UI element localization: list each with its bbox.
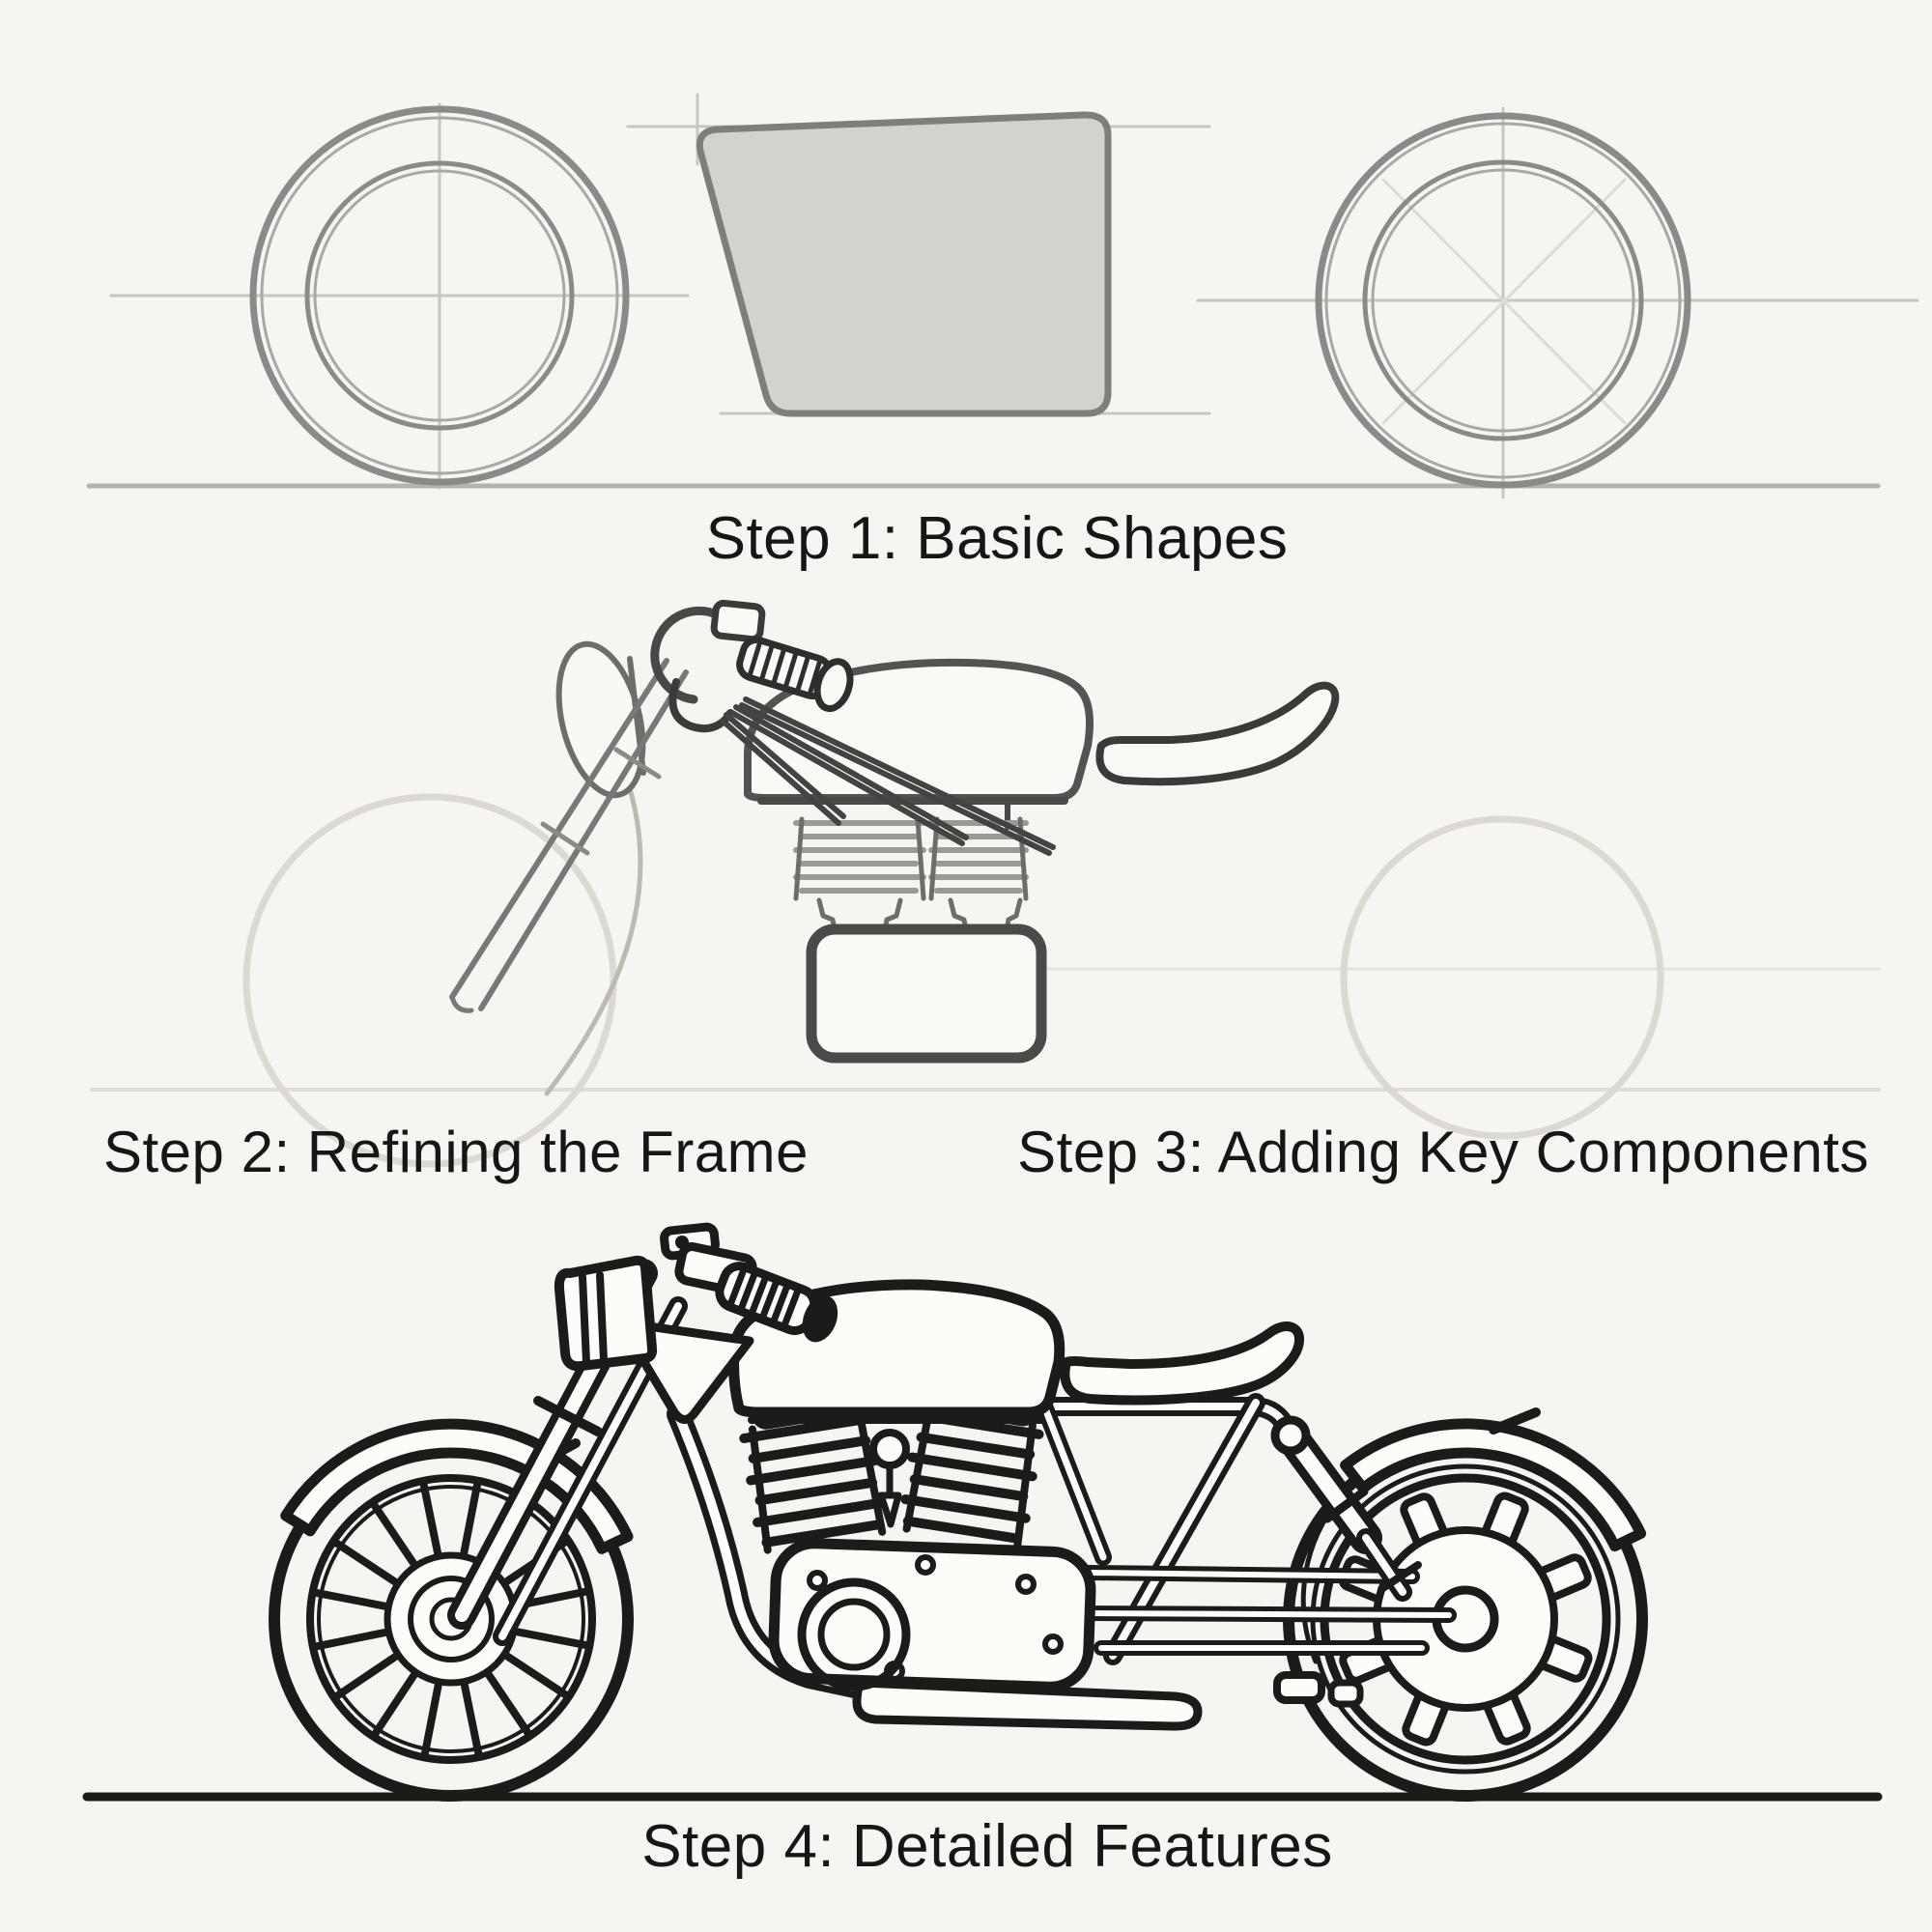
frame-guide-lines <box>720 696 1056 856</box>
rear-fender-notch <box>1489 1407 1541 1435</box>
cylinder-fins-right <box>928 816 1029 945</box>
step1-body-trapezoid <box>696 111 1112 417</box>
step1-diagonal-guides <box>1381 178 1627 425</box>
step2-3-sketch-drawing <box>90 599 1881 1168</box>
seat-sketch <box>1095 681 1340 786</box>
cylinder-fins-left <box>793 816 926 945</box>
rear-shock <box>1270 1415 1422 1602</box>
cover-bolts <box>807 1554 1064 1682</box>
handlebar <box>660 1222 838 1343</box>
step4-caption: Step 4: Detailed Features <box>641 1813 1333 1880</box>
crankcase-sketch <box>806 923 1047 1064</box>
fork-sketch <box>449 658 689 1013</box>
ghost-front-wheel <box>242 793 617 1168</box>
step3-caption: Step 3: Adding Key Components <box>1017 1120 1869 1184</box>
step1-rear-wheel-circle <box>1315 112 1691 489</box>
step1-caption: Step 1: Basic Shapes <box>705 505 1289 572</box>
step1-front-wheel-circle <box>249 105 630 486</box>
exhaust-pipe <box>852 1671 1364 1731</box>
frame-tubes <box>667 1393 1457 1700</box>
headlight <box>554 1255 658 1372</box>
handlebar-grip-sketch <box>736 636 854 713</box>
ghost-rear-wheel <box>1340 815 1664 1140</box>
step2-caption: Step 2: Refining the Frame <box>102 1120 810 1184</box>
rear-fender <box>1340 1418 1647 1552</box>
step1-basic-shapes-drawing <box>86 93 1919 499</box>
step4-detailed-motorcycle <box>82 1222 1883 1802</box>
seat <box>1060 1321 1304 1406</box>
fender-guide-curve <box>544 758 643 1096</box>
primary-cover <box>768 1538 1096 1692</box>
handlebar-grip <box>715 1262 838 1343</box>
headlight-sketch <box>555 640 646 799</box>
carburetor <box>869 1429 910 1528</box>
